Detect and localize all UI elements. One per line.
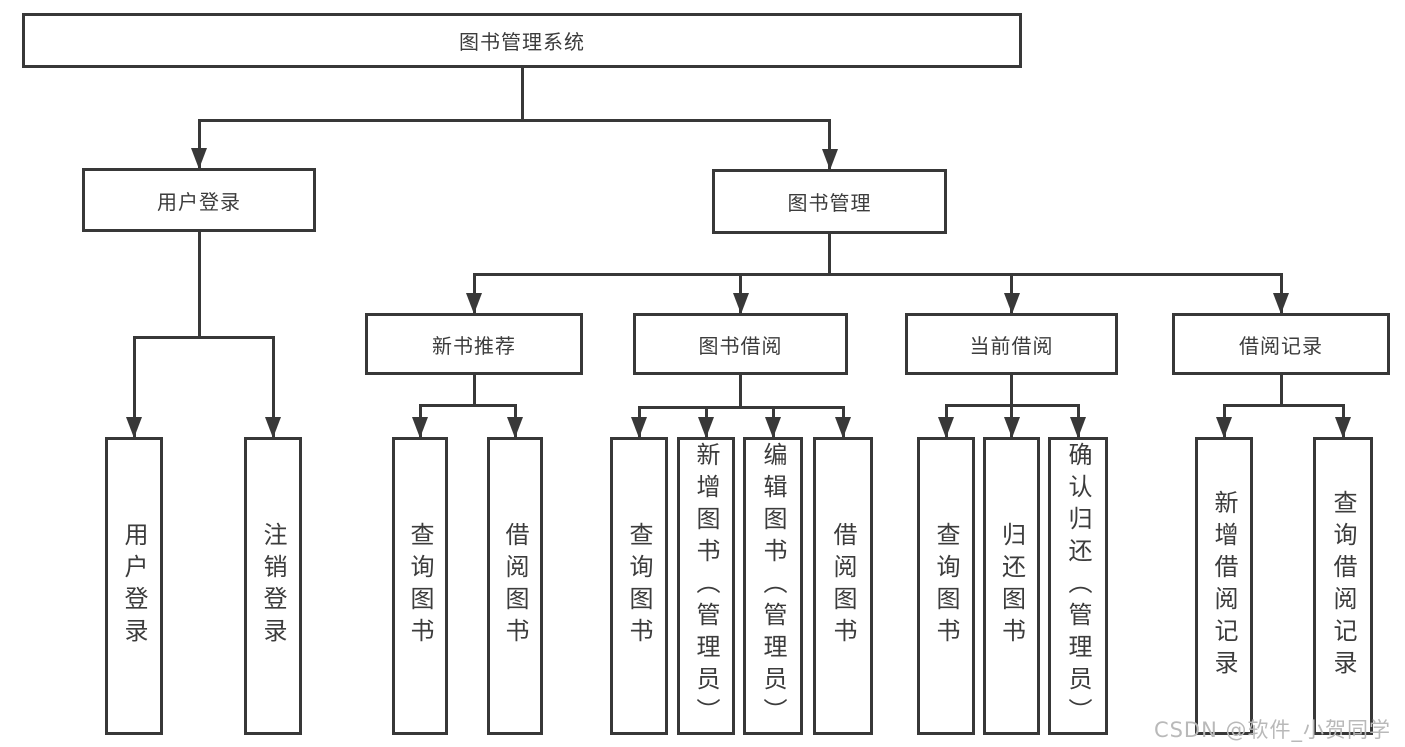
connector-bar-mgmt	[472, 273, 1283, 276]
node-label-mgmt: 图书管理	[787, 191, 872, 215]
node-borrow: 图书借阅	[633, 313, 848, 375]
node-v-b-borrow: 借阅图书	[813, 437, 873, 735]
node-rec: 新书推荐	[365, 313, 583, 375]
arrowhead-down-icon	[1070, 417, 1086, 438]
node-label-history: 借阅记录	[1239, 333, 1323, 358]
node-v-rec-borrow: 借阅图书	[487, 437, 543, 735]
node-label-login: 用户登录	[157, 189, 241, 214]
arrowhead-down-icon	[265, 417, 281, 438]
node-v-login: 用户登录	[105, 437, 163, 735]
connector-trunk-login	[197, 231, 201, 339]
node-history: 借阅记录	[1172, 313, 1390, 375]
node-v-logout: 注销登录	[244, 437, 302, 735]
watermark: CSDN @软件_小贺同学	[1153, 718, 1391, 742]
arrowhead-down-icon	[938, 417, 954, 438]
node-label-v-c-return: 归还图书	[997, 522, 1026, 650]
node-login: 用户登录	[82, 168, 316, 232]
arrowhead-down-icon	[412, 417, 428, 438]
node-v-b-add: 新增图书（管理员）	[677, 437, 735, 735]
node-label-v-b-query: 查询图书	[625, 522, 653, 650]
arrowhead-down-icon	[732, 293, 749, 314]
connector-bar-rec	[418, 404, 517, 407]
node-mgmt: 图书管理	[712, 169, 947, 234]
connector-trunk-current	[1010, 374, 1013, 407]
arrowhead-down-icon	[1003, 293, 1020, 314]
arrowhead-down-icon	[1273, 293, 1289, 314]
node-label-v-b-add: 新增图书（管理员）	[692, 442, 720, 730]
arrowhead-down-icon	[1216, 417, 1232, 438]
node-root: 图书管理系统	[22, 13, 1022, 68]
node-v-h-add: 新增借阅记录	[1195, 437, 1253, 735]
node-label-v-b-edit: 编辑图书（管理员）	[759, 442, 787, 730]
node-label-v-login: 用户登录	[120, 522, 148, 650]
node-label-borrow: 图书借阅	[698, 333, 783, 358]
arrowhead-down-icon	[821, 149, 838, 170]
node-label-v-logout: 注销登录	[259, 522, 287, 650]
connector-trunk-borrow	[739, 374, 742, 409]
node-v-rec-query: 查询图书	[392, 437, 448, 735]
node-v-c-confirm: 确认归还（管理员）	[1048, 437, 1108, 735]
connector-stub-mgmt	[828, 119, 831, 169]
node-label-v-c-confirm: 确认归还（管理员）	[1064, 442, 1092, 730]
connector-bar-login	[132, 336, 275, 339]
connector-trunk-mgmt	[828, 233, 831, 276]
node-v-c-return: 归还图书	[983, 437, 1040, 735]
node-v-h-query: 查询借阅记录	[1313, 437, 1373, 735]
node-label-current: 当前借阅	[969, 333, 1054, 358]
node-label-v-rec-borrow: 借阅图书	[501, 522, 529, 650]
arrowhead-down-icon	[765, 417, 781, 438]
node-label-rec: 新书推荐	[432, 333, 516, 358]
node-v-c-query: 查询图书	[917, 437, 975, 735]
node-label-v-rec-query: 查询图书	[406, 522, 434, 650]
connector-bar-history	[1222, 404, 1345, 407]
connector-stub-v-login	[132, 336, 136, 437]
arrowhead-down-icon	[631, 417, 647, 438]
connector-bar-borrow	[637, 406, 845, 409]
connector-trunk-root	[520, 67, 524, 122]
arrowhead-down-icon	[698, 417, 714, 438]
connector-stub-v-logout	[271, 336, 275, 437]
arrowhead-down-icon	[835, 417, 851, 438]
node-label-v-h-add: 新增借阅记录	[1210, 490, 1238, 682]
node-v-b-edit: 编辑图书（管理员）	[743, 437, 803, 735]
node-label-v-c-query: 查询图书	[932, 522, 960, 650]
node-current: 当前借阅	[905, 313, 1118, 375]
arrowhead-down-icon	[1335, 417, 1351, 438]
node-v-b-query: 查询图书	[610, 437, 668, 735]
arrowhead-down-icon	[1003, 417, 1020, 438]
arrowhead-down-icon	[191, 148, 207, 169]
connector-trunk-history	[1279, 374, 1283, 407]
node-label-v-b-borrow: 借阅图书	[829, 522, 857, 650]
connector-stub-login	[197, 119, 201, 168]
node-label-root: 图书管理系统	[459, 30, 585, 54]
connector-trunk-rec	[472, 374, 476, 407]
node-label-v-h-query: 查询借阅记录	[1329, 490, 1357, 682]
connector-bar-root	[197, 119, 831, 122]
arrowhead-down-icon	[126, 417, 142, 438]
arrowhead-down-icon	[466, 293, 482, 314]
arrowhead-down-icon	[507, 417, 523, 438]
